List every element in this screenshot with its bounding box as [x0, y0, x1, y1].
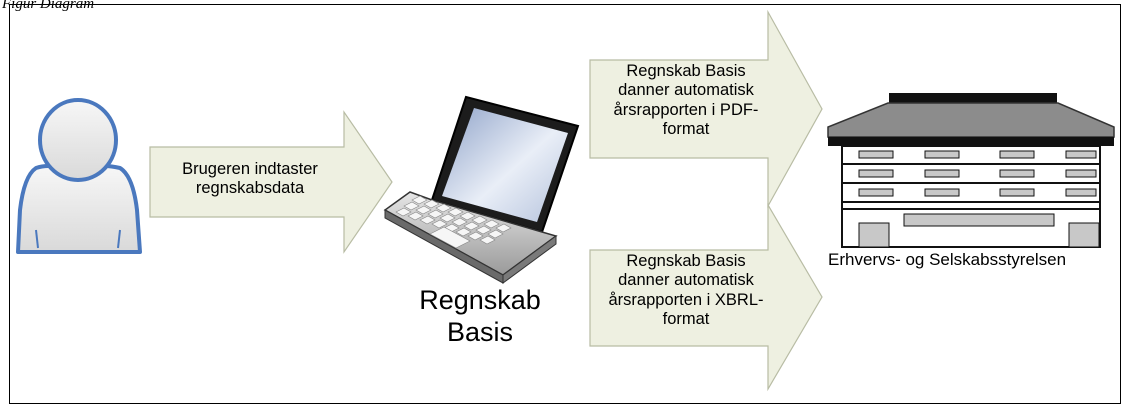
arrow-pdf-label-line-3: årsrapporten i PDF- — [613, 100, 759, 119]
arrow-xbrl-label: Regnskab Basis danner automatisk årsrapp… — [596, 252, 776, 330]
laptop-icon — [383, 95, 580, 284]
product-label-line-2: Basis — [446, 317, 514, 348]
arrow-xbrl — [589, 202, 823, 392]
authority-label: Erhvervs- og Selskabsstyrelsen — [828, 250, 1067, 269]
arrow-xbrl-label-line-4: format — [662, 310, 710, 329]
arrow-pdf-label: Regnskab Basis danner automatisk årsrapp… — [596, 62, 776, 140]
product-label: Regnskab Basis — [395, 284, 565, 349]
arrow-user-label-line-1: Brugeren indtaster — [182, 160, 318, 178]
arrow-user-label-line-2: regnskabsdata — [195, 179, 305, 198]
figure-caption: Figur Diagram — [2, 0, 95, 12]
arrow-pdf-label-line-2: danner automatisk — [618, 81, 754, 100]
arrow-xbrl-label-line-2: danner automatisk — [618, 271, 754, 290]
arrow-xbrl-label-line-3: årsrapporten i XBRL- — [608, 290, 764, 309]
arrow-pdf-label-line-4: format — [662, 120, 710, 139]
arrow-xbrl-label-line-1: Regnskab Basis — [626, 252, 746, 270]
arrow-user-to-software — [149, 110, 393, 254]
arrow-pdf — [589, 9, 823, 209]
building-icon — [827, 93, 1115, 248]
product-label-line-1: Regnskab — [419, 285, 541, 315]
arrow-user-label: Brugeren indtaster regnskabsdata — [160, 160, 340, 199]
arrow-pdf-label-line-1: Regnskab Basis — [626, 62, 746, 80]
user-icon — [16, 98, 142, 254]
